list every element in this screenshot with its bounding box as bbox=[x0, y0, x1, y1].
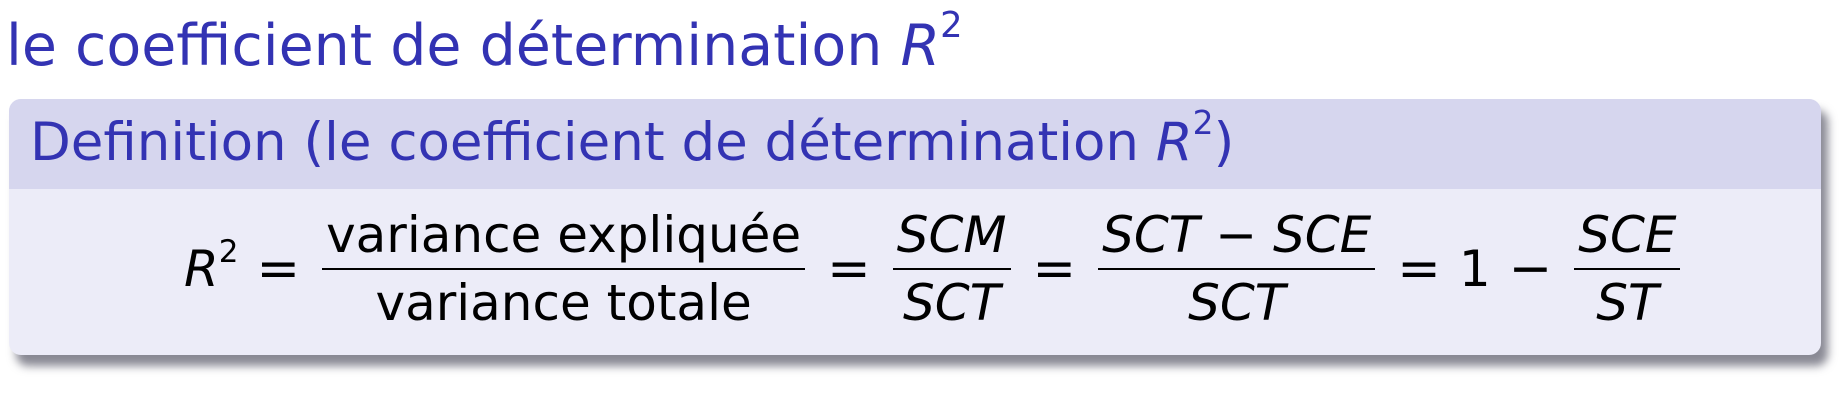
formula-lhs-variable: R bbox=[184, 240, 219, 298]
fraction-sct-minus-sce-numerator: SCT − SCE bbox=[1102, 206, 1372, 264]
fraction-sce-denominator: ST bbox=[1596, 274, 1659, 332]
fraction-scm-denominator: SCT bbox=[903, 274, 1001, 332]
definition-block-header: Definition (le coefficient de déterminat… bbox=[9, 99, 1821, 189]
minus-sign: − bbox=[1508, 239, 1553, 299]
fraction-variance-bar bbox=[322, 268, 806, 270]
frame-title-variable: R bbox=[900, 13, 941, 79]
fraction-scm-numerator: SCM bbox=[896, 206, 1007, 264]
equals-sign-4: = bbox=[1397, 239, 1441, 299]
definition-title-variable: R bbox=[1155, 112, 1193, 173]
definition-block: Definition (le coefficient de déterminat… bbox=[9, 99, 1821, 355]
frame-title-text: le coefficient de détermination bbox=[6, 13, 901, 79]
formula-one: 1 bbox=[1458, 240, 1491, 298]
frame-title-exponent: 2 bbox=[940, 5, 963, 47]
equals-sign-3: = bbox=[1032, 239, 1077, 299]
fraction-variance: variance expliquée variance totale bbox=[318, 206, 809, 332]
fraction-sct-minus-sce-denominator: SCT bbox=[1188, 274, 1286, 332]
fraction-variance-denominator: variance totale bbox=[375, 274, 752, 332]
definition-title-text: Definition (le coefficient de déterminat… bbox=[30, 112, 1156, 173]
fraction-sce-st: SCE ST bbox=[1570, 206, 1684, 332]
frame-title: le coefficient de détermination R2 bbox=[6, 5, 963, 94]
definition-block-body: R2 = variance expliquée variance totale … bbox=[9, 189, 1821, 355]
equals-sign-1: = bbox=[256, 239, 301, 299]
formula-lhs-exponent: 2 bbox=[218, 233, 239, 270]
definition-title-exponent: 2 bbox=[1192, 103, 1214, 143]
formula-lhs: R2 bbox=[184, 234, 238, 298]
fraction-scm-bar bbox=[892, 268, 1011, 270]
r-squared-formula: R2 = variance expliquée variance totale … bbox=[184, 206, 1684, 332]
fraction-sce-bar bbox=[1574, 268, 1681, 270]
fraction-sct-minus-sce-bar bbox=[1098, 268, 1376, 270]
fraction-sce-numerator: SCE bbox=[1578, 206, 1677, 264]
fraction-variance-numerator: variance expliquée bbox=[326, 206, 802, 264]
fraction-sct-minus-sce: SCT − SCE SCT bbox=[1094, 206, 1379, 332]
definition-title-close-paren: ) bbox=[1213, 112, 1235, 173]
equals-sign-2: = bbox=[827, 239, 871, 299]
fraction-scm-sct: SCM SCT bbox=[889, 206, 1015, 332]
